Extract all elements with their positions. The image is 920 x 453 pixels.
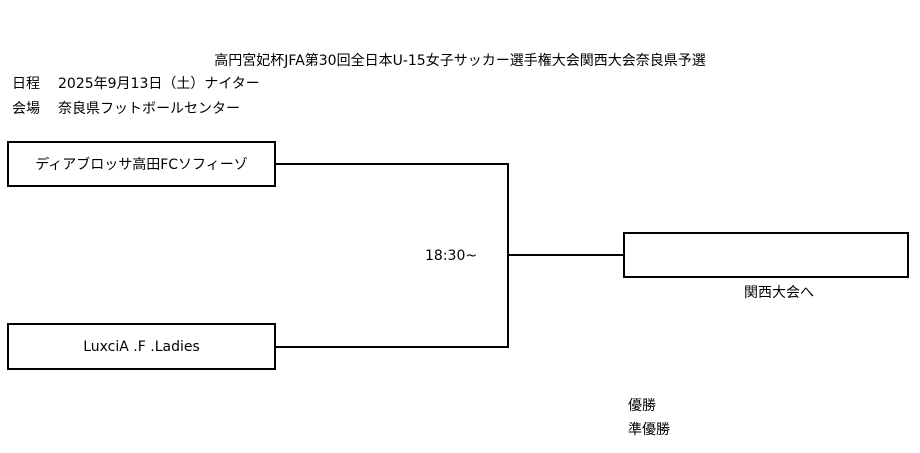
bracket-line-vertical (507, 163, 509, 348)
venue-value: 奈良県フットボールセンター (58, 101, 240, 117)
runner-up-label: 準優勝 (628, 422, 670, 438)
team-name-2: LuxciA .F .Ladies (83, 338, 200, 355)
schedule-label: 日程 (12, 76, 40, 92)
match-time: 18:30~ (425, 248, 478, 264)
venue-row: 会場 奈良県フットボールセンター (12, 101, 240, 117)
champion-label: 優勝 (628, 398, 656, 414)
team-box-1: ディアブロッサ高田FCソフィーゾ (7, 141, 276, 187)
bracket-line-final (509, 254, 624, 256)
winner-caption: 関西大会へ (744, 285, 814, 301)
schedule-value: 2025年9月13日（土）ナイター (58, 76, 260, 92)
winner-box (623, 232, 909, 278)
tournament-title: 高円宮妃杯JFA第30回全日本U-15女子サッカー選手権大会関西大会奈良県予選 (214, 53, 706, 69)
team-box-2: LuxciA .F .Ladies (7, 323, 276, 370)
team-name-1: ディアブロッサ高田FCソフィーゾ (35, 157, 248, 173)
bracket-line-bottom (276, 346, 509, 348)
venue-label: 会場 (12, 101, 40, 117)
bracket-line-top (276, 163, 509, 165)
schedule-row: 日程 2025年9月13日（土）ナイター (12, 76, 260, 92)
